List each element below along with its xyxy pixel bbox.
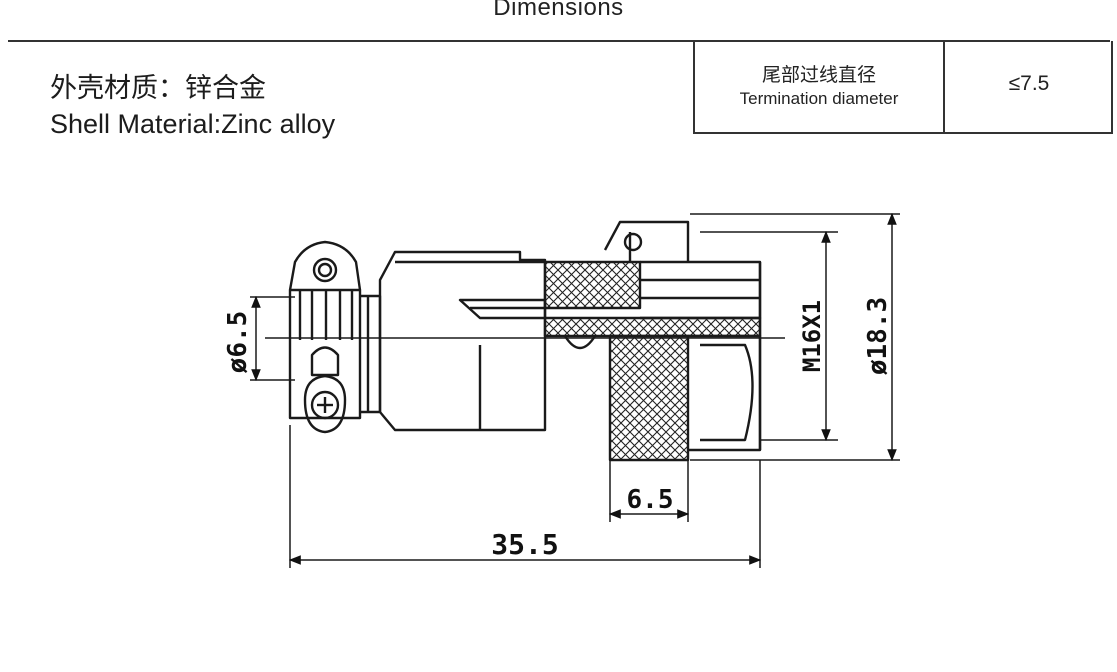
material-en: Shell Material:Zinc alloy bbox=[50, 109, 336, 139]
mounting-screw bbox=[303, 346, 347, 434]
material-block: 外壳材质：锌合金 Shell Material:Zinc alloy bbox=[50, 70, 335, 142]
dim-outer-diameter: ø18.3 bbox=[863, 297, 893, 375]
flange bbox=[288, 288, 362, 420]
mounting-ear-top bbox=[288, 240, 362, 291]
page-title: Dimensions bbox=[493, 0, 624, 21]
spec-label-zh: 尾部过线直径 bbox=[761, 65, 876, 86]
lock-nut bbox=[608, 334, 690, 462]
spec-table-divider bbox=[943, 41, 945, 134]
dim-nut-width: 6.5 bbox=[627, 485, 674, 515]
threaded-sleeve bbox=[543, 260, 642, 310]
dim-pin-diameter: ø6.5 bbox=[223, 311, 253, 374]
spec-table bbox=[693, 41, 1113, 134]
spec-label: 尾部过线直径 Termination diameter bbox=[695, 64, 943, 110]
dim-thread: M16X1 bbox=[798, 300, 826, 372]
spec-value: ≤7.5 bbox=[1008, 72, 1050, 95]
spec-label-en: Termination diameter bbox=[739, 89, 899, 108]
connector-body bbox=[378, 250, 547, 432]
header-divider bbox=[8, 40, 1110, 42]
material-zh: 外壳材质：锌合金 bbox=[50, 73, 266, 103]
dim-total-length: 35.5 bbox=[491, 528, 558, 561]
